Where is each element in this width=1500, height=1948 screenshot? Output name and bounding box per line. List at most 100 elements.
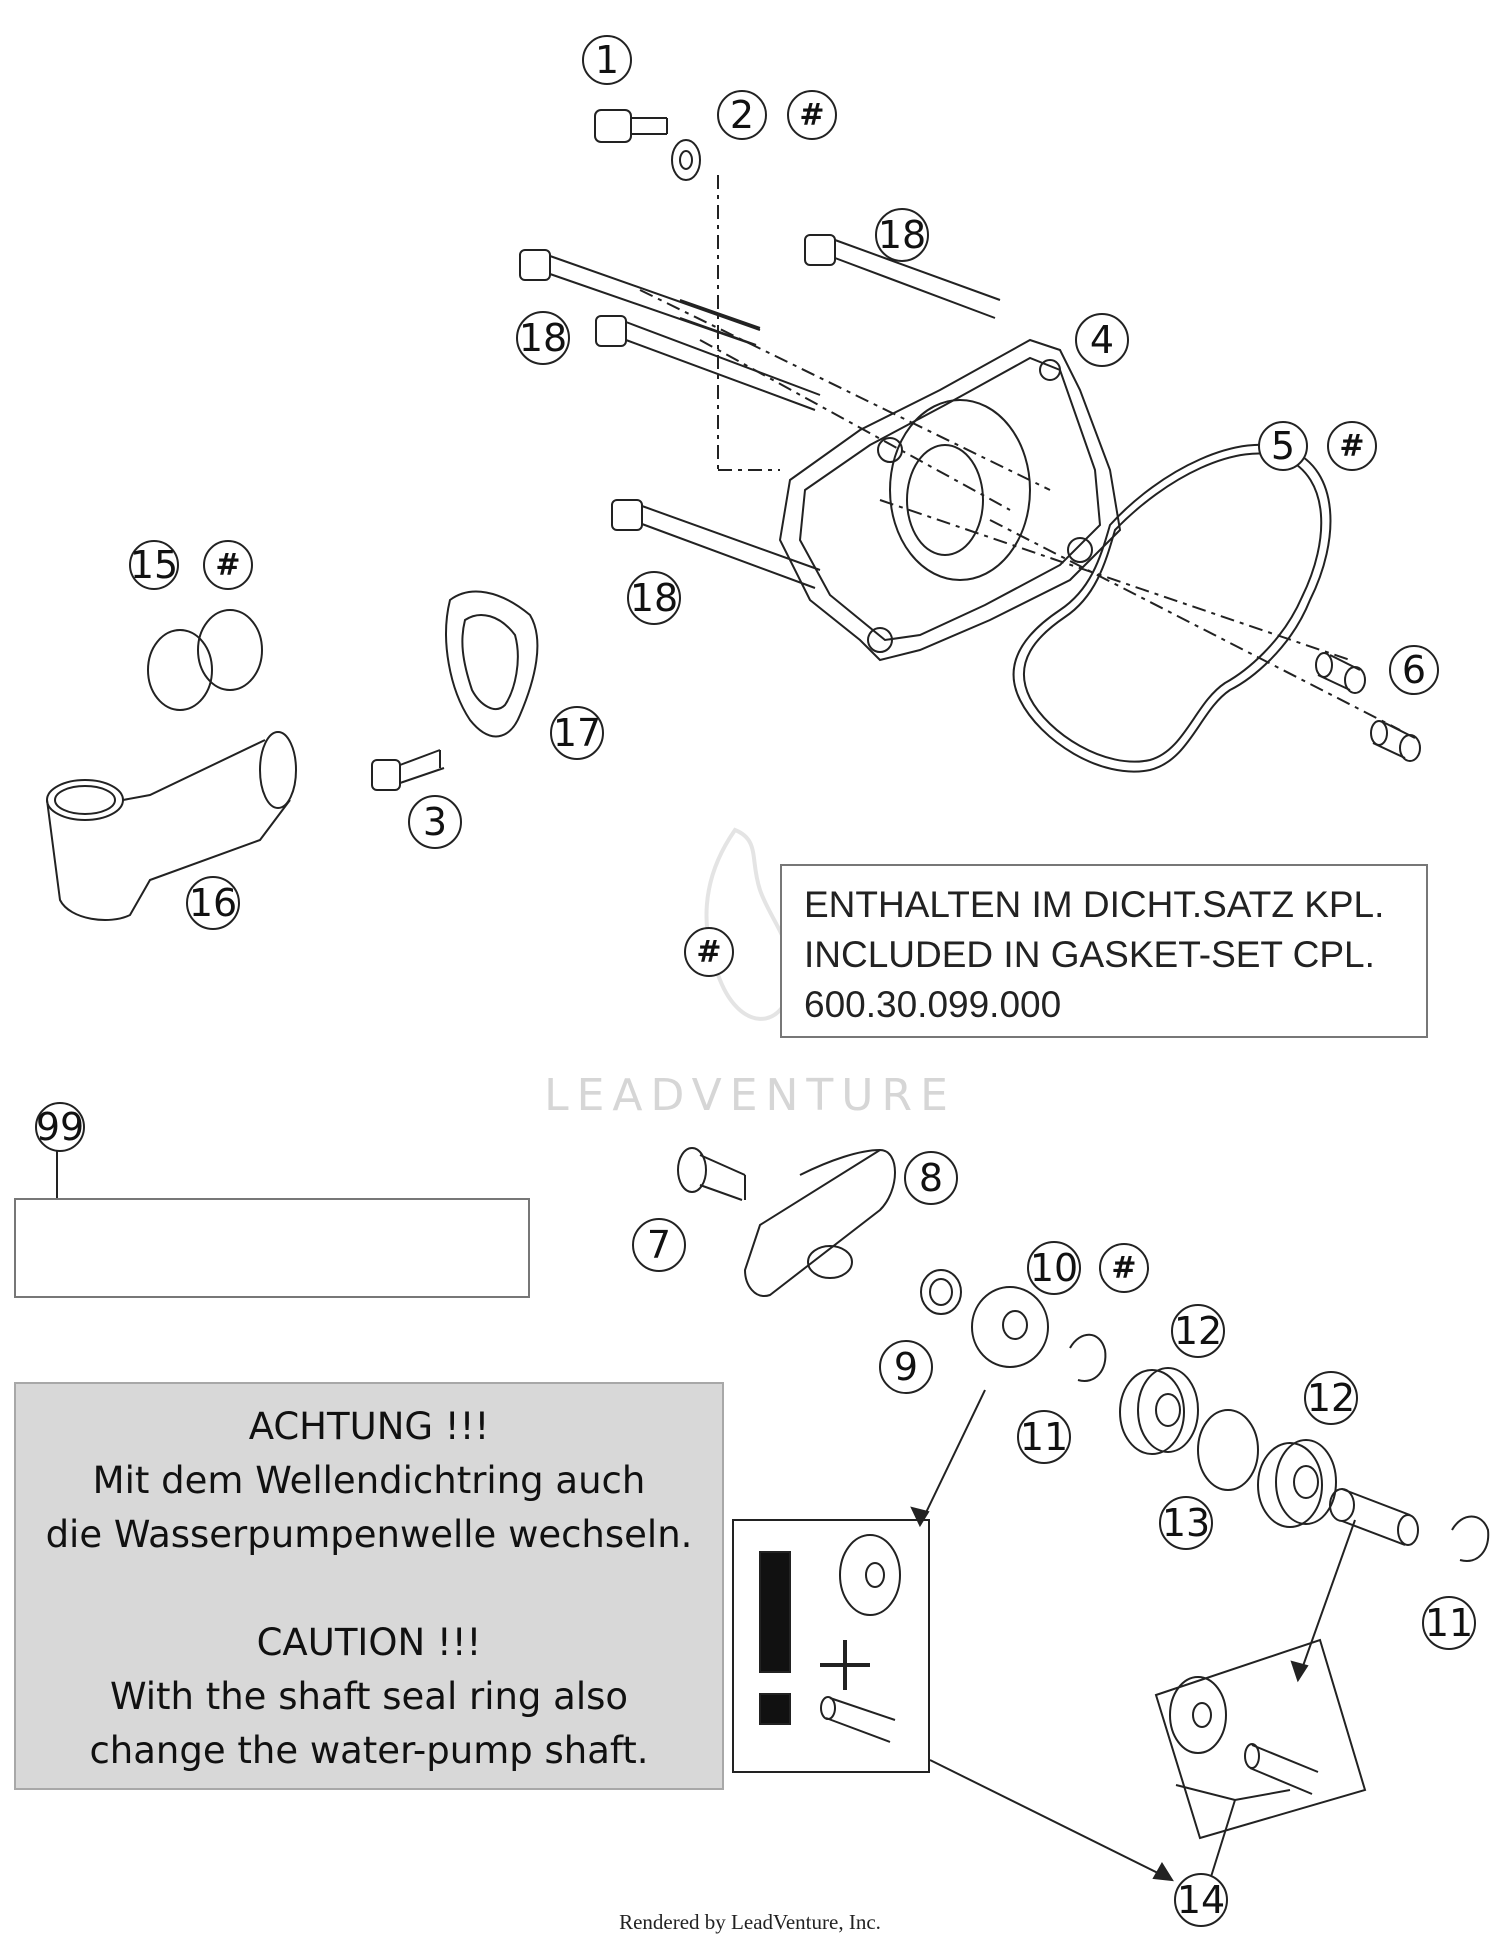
part-callout-8: 8 bbox=[904, 1151, 958, 1205]
callout-circle bbox=[627, 571, 681, 625]
callout-circle bbox=[1389, 645, 1439, 695]
caution-title-german: ACHTUNG !!! bbox=[248, 1405, 490, 1448]
dowel-sleeve-part-6 bbox=[1315, 652, 1421, 762]
bolt-part-18 bbox=[519, 249, 761, 346]
callout-circle bbox=[1171, 1304, 1225, 1358]
callout-label: 99 bbox=[36, 1105, 84, 1149]
o-ring-part-5 bbox=[1012, 443, 1332, 773]
callout-circle bbox=[1099, 1243, 1149, 1293]
part-callout-2: 2 bbox=[717, 90, 767, 140]
callout-label: 17 bbox=[553, 711, 601, 755]
gasket-set-marker: # bbox=[787, 90, 837, 140]
impeller-part-8 bbox=[743, 1148, 896, 1297]
callout-label: 6 bbox=[1402, 648, 1426, 692]
callout-label: 16 bbox=[189, 881, 237, 925]
bolt-part-1 bbox=[594, 109, 668, 143]
callout-label: 18 bbox=[878, 213, 926, 257]
callout-circle bbox=[1258, 421, 1308, 471]
screw-part-3 bbox=[371, 749, 445, 791]
gasket-set-note: ENTHALTEN IM DICHT.SATZ KPL. INCLUDED IN… bbox=[780, 864, 1428, 1038]
callout-label: 18 bbox=[630, 576, 678, 620]
washer-part-2 bbox=[671, 139, 701, 181]
part-callout-18: 18 bbox=[875, 208, 929, 262]
part-callout-18: 18 bbox=[627, 571, 681, 625]
caution-text-german-2: die Wasserpumpenwelle wechseln. bbox=[45, 1513, 693, 1556]
callout-circle bbox=[904, 1151, 958, 1205]
part-callout-6: 6 bbox=[1389, 645, 1439, 695]
gasket-set-marker: # bbox=[684, 927, 734, 977]
callout-label: 12 bbox=[1174, 1309, 1222, 1353]
callout-label: # bbox=[1339, 429, 1364, 464]
callout-label: 18 bbox=[519, 316, 567, 360]
part-callout-13: 13 bbox=[1159, 1496, 1213, 1550]
part-callout-15: 15 bbox=[129, 540, 179, 590]
part-callout-18: 18 bbox=[516, 311, 570, 365]
callout-circle bbox=[875, 208, 929, 262]
washer-part-9 bbox=[920, 1269, 962, 1315]
callout-label: 10 bbox=[1030, 1246, 1078, 1290]
callout-label: 11 bbox=[1020, 1415, 1068, 1459]
callout-label: 4 bbox=[1090, 318, 1114, 362]
part-callout-11: 11 bbox=[1017, 1410, 1071, 1464]
callout-label: 11 bbox=[1425, 1601, 1473, 1645]
caution-panel: ACHTUNG !!! Mit dem Wellendichtring auch… bbox=[14, 1382, 724, 1790]
callout-circle bbox=[1075, 313, 1129, 367]
part-callout-12: 12 bbox=[1304, 1371, 1358, 1425]
callout-circle bbox=[879, 1340, 933, 1394]
callout-label: 7 bbox=[647, 1223, 671, 1267]
part-callout-7: 7 bbox=[632, 1218, 686, 1272]
callout-circle bbox=[1327, 421, 1377, 471]
callout-label: # bbox=[1111, 1251, 1136, 1286]
part-callout-17: 17 bbox=[550, 706, 604, 760]
bearing-part-12 bbox=[1119, 1367, 1199, 1455]
part-callout-11: 11 bbox=[1422, 1596, 1476, 1650]
callout-circle bbox=[1017, 1410, 1071, 1464]
leader-arrow bbox=[919, 1389, 986, 1526]
gasket-part-17 bbox=[445, 590, 539, 738]
o-ring-part-15 bbox=[147, 629, 213, 711]
snap-ring-part-13 bbox=[1197, 1409, 1259, 1491]
callout-circle bbox=[717, 90, 767, 140]
watermark-text: LEADVENTURE bbox=[544, 1070, 956, 1121]
callout-circle bbox=[1422, 1596, 1476, 1650]
callout-circle bbox=[1027, 1241, 1081, 1295]
bolt-part-18 bbox=[595, 315, 821, 411]
callout-label: 1 bbox=[595, 38, 619, 82]
callout-label: 15 bbox=[130, 543, 178, 587]
footer-credit: Rendered by LeadVenture, Inc. bbox=[619, 1910, 881, 1934]
callout-label: 14 bbox=[1177, 1878, 1225, 1922]
callout-circle bbox=[550, 706, 604, 760]
callout-label: 12 bbox=[1307, 1376, 1355, 1420]
callout-label: 5 bbox=[1271, 424, 1295, 468]
callout-circle bbox=[408, 795, 462, 849]
callout-circle bbox=[787, 90, 837, 140]
callout-circle bbox=[1174, 1873, 1228, 1927]
callout-circle bbox=[632, 1218, 686, 1272]
note-line-english: INCLUDED IN GASKET-SET CPL. bbox=[804, 934, 1375, 975]
shaft-seal-set-panel bbox=[1154, 1638, 1367, 1840]
callout-circle bbox=[1304, 1371, 1358, 1425]
callout-label: 8 bbox=[919, 1156, 943, 1200]
coolant-elbow-part-16 bbox=[46, 731, 297, 921]
callout-label: 13 bbox=[1162, 1501, 1210, 1545]
callout-circle bbox=[186, 876, 240, 930]
pump-shaft-part-14 bbox=[1329, 1488, 1419, 1546]
caution-title-english: CAUTION !!! bbox=[256, 1621, 482, 1664]
callout-circle bbox=[582, 35, 632, 85]
part-callout-14: 14 bbox=[1174, 1873, 1228, 1927]
callout-circle bbox=[35, 1102, 85, 1152]
bearing-part-12 bbox=[1257, 1439, 1337, 1528]
caution-text-german-1: Mit dem Wellendichtring auch bbox=[92, 1459, 646, 1502]
callout-label: 9 bbox=[894, 1345, 918, 1389]
caution-text-english-2: change the water-pump shaft. bbox=[89, 1729, 649, 1772]
replacement-info-panel bbox=[732, 1519, 930, 1773]
callout-label: # bbox=[696, 935, 721, 970]
part-callout-4: 4 bbox=[1075, 313, 1129, 367]
gasket-set-marker: # bbox=[1099, 1243, 1149, 1293]
callout-label: 2 bbox=[730, 93, 754, 137]
callout-label: 3 bbox=[423, 800, 447, 844]
part-callout-9: 9 bbox=[879, 1340, 933, 1394]
